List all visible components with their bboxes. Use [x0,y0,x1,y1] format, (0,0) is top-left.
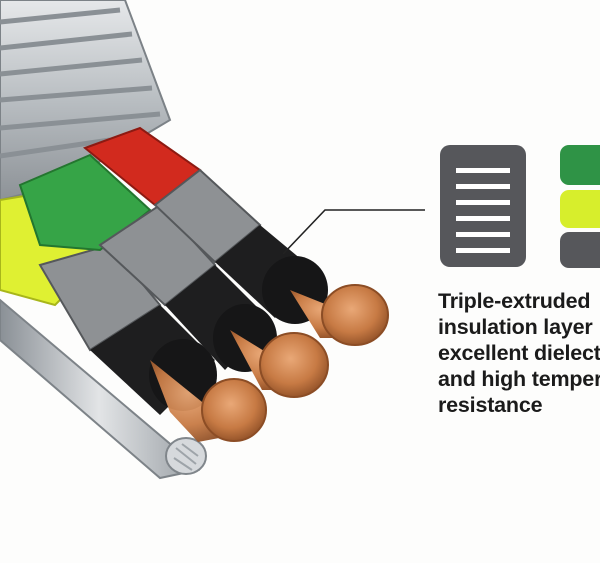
callout-line: resistance [438,393,543,417]
stranded-wire [0,298,207,480]
callout-line: Triple-extruded [438,289,591,313]
callout-line: and high temperature [438,367,600,391]
callout-line: excellent dielectric [438,341,600,365]
text-lines-icon [440,145,526,267]
callout-leader-line [282,209,425,255]
color-layer-stack-icon [560,145,600,268]
green-conductor [18,153,329,398]
callout-line: insulation layer [438,315,593,339]
callout-text: Triple-extruded insulation layer excelle… [438,288,600,418]
steel-armor [0,0,172,202]
red-conductor [83,126,389,346]
